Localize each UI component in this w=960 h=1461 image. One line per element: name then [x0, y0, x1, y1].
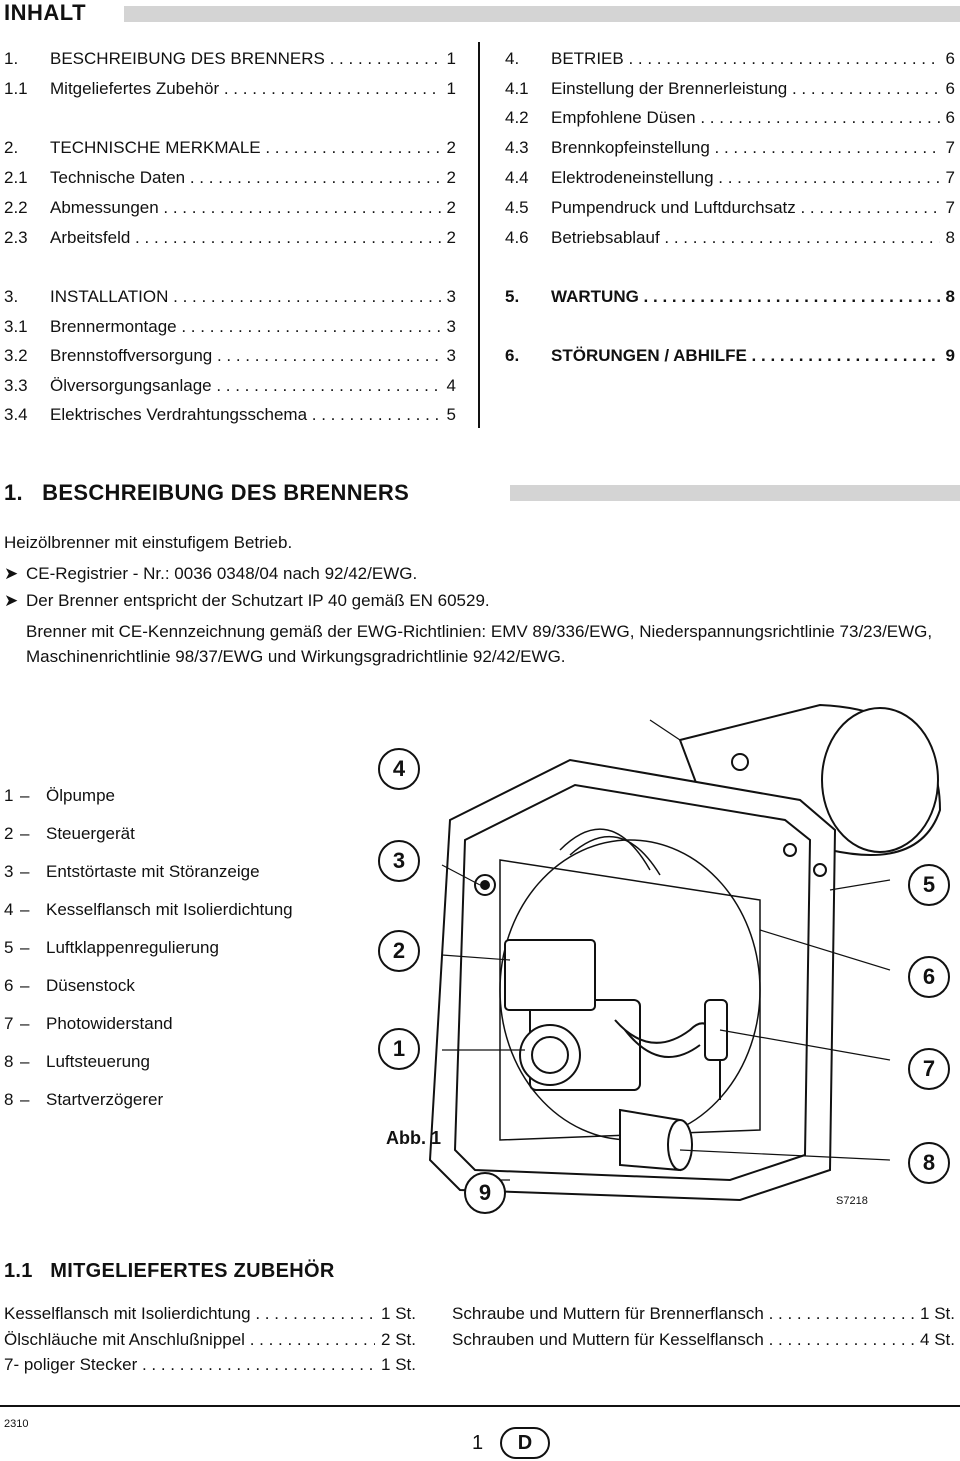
toc-left: 1.BESCHREIBUNG DES BRENNERS1 1.1Mitgelie…	[4, 48, 456, 428]
legend-item: 2–Steuergerät	[4, 824, 135, 843]
accessory-item: Schrauben und Muttern für Kesselflansch4…	[452, 1328, 955, 1352]
intro-text: Heizölbrenner mit einstufigem Betrieb.	[4, 533, 293, 552]
bullet-item: ➤Brenner mit CE-Kennzeichnung gemäß der …	[4, 619, 954, 669]
toc-entry[interactable]: 4.3Brennkopfeinstellung7	[505, 137, 955, 159]
callout-3: 3	[378, 840, 420, 882]
callout-7: 7	[908, 1048, 950, 1090]
legend-item: 8–Startverzögerer	[4, 1090, 164, 1109]
callout-1: 1	[378, 1028, 420, 1070]
bullet-arrow-icon: ➤	[4, 591, 19, 610]
legend-item: 8–Luftsteuerung	[4, 1052, 150, 1071]
heading-bar	[510, 485, 960, 501]
language-badge: D	[500, 1427, 550, 1459]
footer-code: 2310	[4, 1418, 29, 1430]
callout-4: 4	[378, 748, 420, 790]
section-heading: 1. BESCHREIBUNG DES BRENNERS	[4, 480, 410, 505]
toc-entry[interactable]: 2.2Abmessungen2	[4, 197, 456, 219]
page-header-title: INHALT	[4, 0, 87, 25]
callout-9: 9	[464, 1172, 506, 1214]
figure-code: S7218	[836, 1195, 868, 1207]
callout-2: 2	[378, 930, 420, 972]
section-heading: 1.1 MITGELIEFERTES ZUBEHÖR	[4, 1260, 335, 1282]
legend-item: 5–Luftklappenregulierung	[4, 938, 219, 957]
legend-item: 1–Ölpumpe	[4, 786, 115, 805]
legend-item: 3–Entstörtaste mit Störanzeige	[4, 862, 260, 881]
toc-entry[interactable]: 4.6Betriebsablauf8	[505, 227, 955, 249]
burner-illustration	[428, 703, 942, 1202]
bullet-arrow-icon: ➤	[4, 619, 26, 644]
bullet-arrow-icon: ➤	[4, 564, 19, 583]
accessory-item: 7- poliger Stecker1 St.	[4, 1353, 416, 1377]
toc-entry[interactable]: 3.INSTALLATION3	[4, 286, 456, 308]
accessory-item: Ölschläuche mit Anschlußnippel2 St.	[4, 1328, 416, 1352]
toc-entry[interactable]: 2.3Arbeitsfeld2	[4, 227, 456, 249]
toc-entry[interactable]: 4.BETRIEB6	[505, 48, 955, 70]
accessory-item: Kesselflansch mit Isolierdichtung1 St.	[4, 1302, 416, 1326]
figure-label: Abb. 1	[386, 1128, 442, 1148]
toc-entry[interactable]: 3.2Brennstoffversorgung3	[4, 345, 456, 367]
header-bar	[124, 6, 960, 22]
accessory-item: Schraube und Muttern für Brennerflansch1…	[452, 1302, 955, 1326]
toc-entry[interactable]: 6.STÖRUNGEN / ABHILFE9	[505, 345, 955, 367]
toc-entry[interactable]: 4.4Elektrodeneinstellung7	[505, 167, 955, 189]
legend-item: 7–Photowiderstand	[4, 1014, 173, 1033]
page-number: 1	[472, 1432, 484, 1454]
toc-entry[interactable]: 1.BESCHREIBUNG DES BRENNERS1	[4, 48, 456, 70]
toc-entry[interactable]: 3.3Ölversorgungsanlage4	[4, 375, 456, 397]
callout-6: 6	[908, 956, 950, 998]
toc-divider	[478, 42, 480, 428]
toc-entry[interactable]: 3.1Brennermontage3	[4, 316, 456, 338]
footer-rule	[0, 1405, 960, 1407]
legend-item: 4–Kesselflansch mit Isolierdichtung	[4, 900, 293, 919]
legend-item: 6–Düsenstock	[4, 976, 135, 995]
bullet-item: ➤Der Brenner entspricht der Schutzart IP…	[4, 588, 954, 613]
toc-entry[interactable]: 2.TECHNISCHE MERKMALE2	[4, 137, 456, 159]
callout-5: 5	[908, 864, 950, 906]
bullet-item: ➤CE-Registrier - Nr.: 0036 0348/04 nach …	[4, 561, 954, 586]
toc-entry[interactable]: 5.WARTUNG8	[505, 286, 955, 308]
callout-8: 8	[908, 1142, 950, 1184]
